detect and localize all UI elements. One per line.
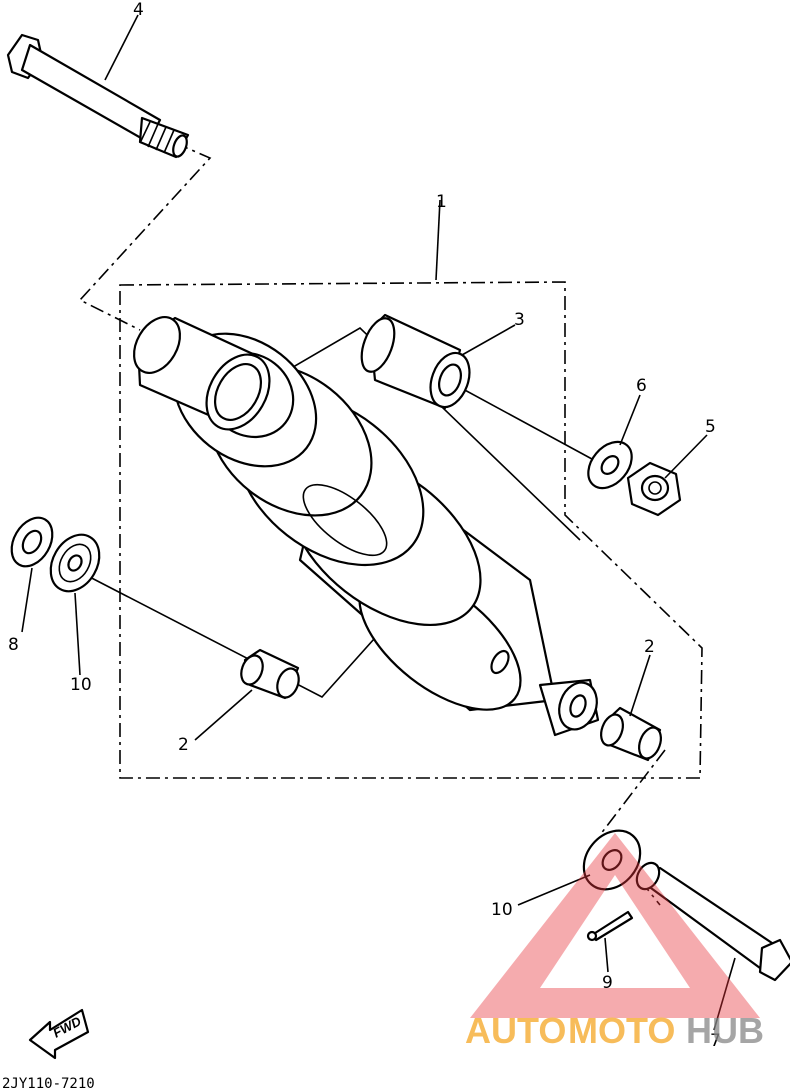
leader-lines: [21, 14, 736, 1031]
svg-text:MOTO: MOTO: [568, 1010, 675, 1051]
washer-part-10-left: [49, 533, 101, 593]
svg-text:AUTO: AUTO: [465, 1010, 566, 1051]
callout-10-left: 10: [70, 675, 92, 695]
collar-part-3: [360, 313, 471, 410]
svg-text:HUB: HUB: [686, 1010, 764, 1051]
washer-part-8: [10, 516, 54, 568]
collar-part-2-left: [240, 648, 300, 700]
callout-7: 7: [710, 1031, 721, 1051]
callout-9: 9: [602, 973, 613, 993]
bolt-part-7: [635, 861, 790, 982]
cotter-pin-part-9: [586, 910, 634, 942]
callout-6: 6: [636, 376, 647, 396]
guide-collar3-to-washer6: [449, 381, 604, 466]
automotohub-watermark: AUTO MOTO HUB: [465, 833, 764, 1051]
diagram-reference-code: 2JY110-7210: [2, 1076, 95, 1091]
callout-10-lower: 10: [491, 900, 513, 920]
callout-8: 8: [8, 635, 19, 655]
callout-1: 1: [436, 192, 447, 212]
callout-4: 4: [133, 0, 144, 20]
callout-3: 3: [514, 310, 525, 330]
washer-part-6: [587, 440, 633, 490]
shock-absorber-part-1: [132, 316, 600, 737]
callout-2-right: 2: [644, 637, 655, 657]
watermark-triangle-logo: [470, 833, 760, 1018]
fwd-arrow-icon: FWD: [28, 1008, 90, 1060]
callout-5: 5: [705, 417, 716, 437]
callout-2-left: 2: [178, 735, 189, 755]
assembly-boundary: [119, 281, 703, 779]
collar-part-2-right: [600, 706, 662, 762]
bolt-part-4: [6, 33, 190, 159]
guide-bolt-to-shock: [78, 131, 212, 331]
washer-part-10-lower: [582, 829, 642, 891]
